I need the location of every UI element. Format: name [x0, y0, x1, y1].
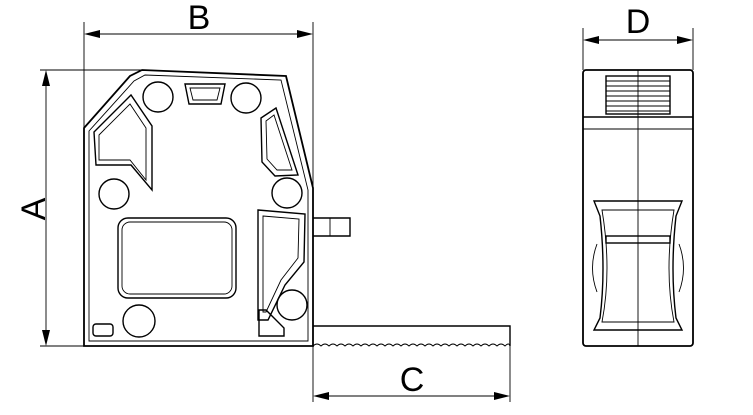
hole-mid-left [98, 178, 130, 210]
right-long-recess [257, 209, 306, 321]
front-view [83, 69, 511, 347]
dimension-b: B [83, 0, 314, 188]
cable-ribbed-edge [312, 343, 511, 347]
hole-top-left [142, 81, 174, 113]
right-recess-inner [265, 114, 293, 171]
small-slot [92, 323, 114, 337]
cable-body [313, 325, 511, 346]
dim-c-arrow-right [494, 392, 510, 400]
hole-bottom-right [276, 289, 308, 321]
hole-bottom-left [122, 304, 156, 338]
side-cable-left-curve [592, 243, 598, 293]
dim-b-arrow-left [84, 30, 100, 38]
left-recess [93, 93, 153, 192]
right-recess [260, 106, 299, 177]
dimension-d: D [582, 3, 694, 70]
side-cable-right-curve [678, 243, 684, 293]
right-long-recess-inner [262, 215, 300, 313]
dim-d-arrow-left [583, 36, 599, 44]
side-cable-exit [592, 200, 684, 331]
front-body-outline [83, 69, 314, 347]
dim-a-arrow-top [42, 70, 50, 86]
side-grip [605, 75, 671, 115]
dim-a-label: A [15, 197, 53, 220]
dim-c-label: C [400, 361, 425, 399]
dim-b-arrow-right [297, 30, 313, 38]
window-outer [117, 217, 237, 299]
top-slot [184, 83, 226, 105]
dim-d-arrow-right [677, 36, 693, 44]
bottom-right-recess [258, 309, 285, 337]
hole-top-right [230, 82, 262, 114]
front-body-inner-outline [88, 74, 309, 342]
top-slot-inner [189, 87, 221, 101]
dim-d-label: D [626, 3, 651, 41]
dimension-c: C [312, 346, 511, 402]
side-cable-slot [605, 235, 671, 244]
left-recess-inner [98, 103, 147, 182]
hole-mid-right [271, 177, 303, 209]
dimension-a: A [15, 69, 142, 347]
window-inner [121, 221, 233, 295]
dim-c-arrow-left [313, 392, 329, 400]
side-view [582, 69, 694, 347]
side-grip-ribs [606, 80, 670, 112]
dim-b-label: B [188, 0, 211, 37]
side-pin [313, 217, 351, 237]
dim-a-arrow-bottom [42, 330, 50, 346]
